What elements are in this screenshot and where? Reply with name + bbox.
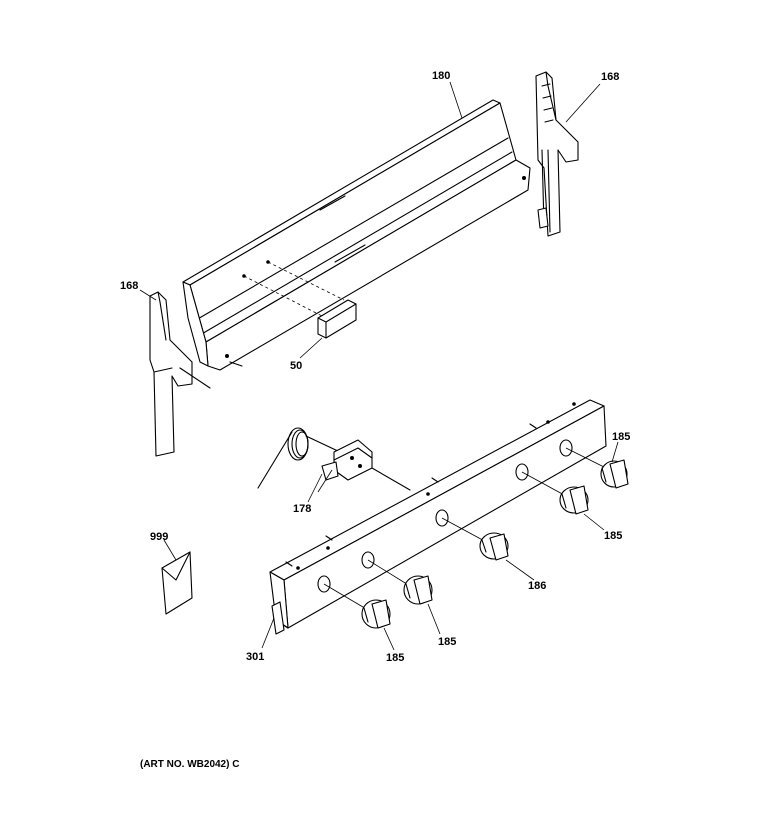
art-number: (ART NO. WB2042) C — [140, 759, 239, 770]
literature-envelope — [161, 551, 193, 615]
callout-301: 301 — [246, 651, 264, 663]
leader-lines — [139, 81, 619, 651]
callout-185-right: 185 — [604, 530, 622, 542]
knob-185-c — [521, 471, 589, 515]
end-cap-right — [535, 71, 579, 237]
backsplash-panel — [182, 99, 531, 371]
end-cap-left — [149, 291, 211, 457]
knob-185-d — [565, 447, 629, 489]
thermostat-valve — [257, 427, 411, 493]
knob-186 — [441, 517, 509, 561]
callout-178: 178 — [293, 503, 311, 515]
callout-186: 186 — [528, 580, 546, 592]
control-panel — [269, 399, 607, 635]
callout-180: 180 — [432, 70, 450, 82]
knob-185-a — [323, 583, 391, 629]
callout-999: 999 — [150, 531, 168, 543]
callout-185-center: 185 — [438, 636, 456, 648]
callout-185-left: 185 — [386, 652, 404, 664]
callout-168-left: 168 — [120, 280, 138, 292]
mounting-bracket — [243, 261, 357, 339]
knob-185-b — [367, 559, 433, 605]
callout-50: 50 — [290, 360, 302, 372]
callout-168-right: 168 — [601, 71, 619, 83]
callout-185-top-right: 185 — [612, 431, 630, 443]
